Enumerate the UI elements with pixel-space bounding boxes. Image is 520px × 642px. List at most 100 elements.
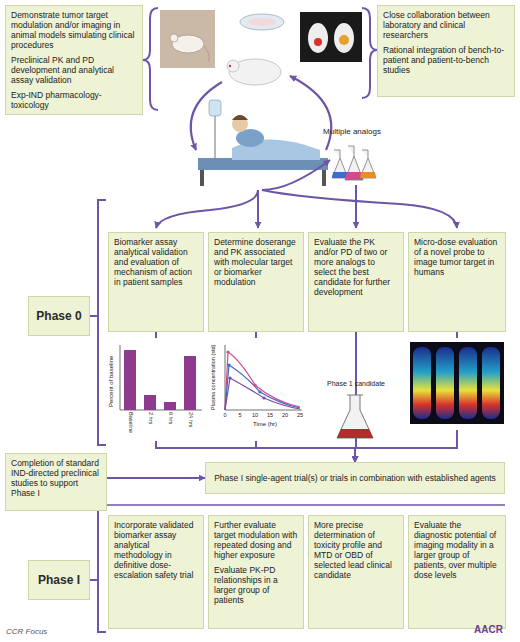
flask [360, 150, 376, 178]
phase-label: Phase 0 [28, 296, 90, 336]
phase0-box: Micro-dose evaluation of a novel probe t… [408, 232, 506, 332]
blanket [232, 139, 320, 160]
bar [164, 402, 176, 410]
tick-label: 15 [262, 413, 278, 419]
phase1-box: Incorporate validated biomarker assay an… [108, 515, 204, 629]
box-text: Exp-IND pharmacology-toxicology [11, 90, 137, 110]
box-text: Evaluate the PK and/or PD of two or more… [314, 237, 398, 297]
text-group: Phase I [38, 573, 80, 587]
mouse-ear [170, 34, 178, 42]
box-text: Determine doserange and PK associated wi… [214, 237, 298, 287]
phase-bracket [98, 505, 106, 632]
phase1-box: Further evaluate target modulation with … [208, 515, 304, 629]
flow-arrow [256, 332, 355, 462]
box-text: Phase I single-agent trial(s) or trials … [211, 473, 499, 483]
flow-line [262, 160, 330, 190]
tick-label: 0 [217, 413, 233, 419]
tick-label: Baseline [128, 412, 134, 433]
pk-point [227, 363, 230, 366]
mouse-tail [204, 46, 209, 62]
candidate-flask [337, 395, 373, 438]
flow-arrow [355, 332, 457, 462]
box-text: Phase I [38, 573, 80, 587]
bed-leg [200, 170, 204, 186]
axis-title: Percent of baseline [108, 356, 114, 407]
box-text: Phase 0 [36, 309, 81, 323]
bed-leg [322, 170, 326, 186]
box-text: Evaluate the diagnostic potential of ima… [414, 520, 500, 580]
box-text: Close collaboration between laboratory a… [383, 10, 509, 40]
patient-hair [232, 115, 248, 120]
chart-background [408, 338, 506, 430]
phase0-box: Determine doserange and PK associated wi… [208, 232, 304, 332]
annotation: Phase 1 candidate [316, 380, 396, 387]
tumor-signal [314, 38, 322, 46]
imaged-mouse [308, 23, 328, 53]
flask-liquid [360, 172, 376, 178]
collaboration-box: Close collaboration between laboratory a… [377, 5, 515, 97]
box-text: Completion of standard IND-directed prec… [11, 458, 101, 498]
mouse-head [227, 60, 239, 72]
bar [184, 356, 196, 410]
publisher-logo: AACR [474, 625, 503, 635]
body-scan [413, 347, 431, 419]
chart-axis [120, 345, 202, 410]
patient-head [232, 116, 248, 132]
scan-panel [410, 342, 504, 424]
phase1-box: Evaluate the diagnostic potential of ima… [408, 515, 506, 629]
preclinical-box: Demonstrate tumor target modulation and/… [5, 5, 143, 115]
axis-title: Time (hr) [240, 421, 290, 427]
tick-label: 25 [292, 413, 308, 419]
flow-arrow [156, 332, 355, 462]
mouse-eye [229, 65, 231, 67]
box-text: Micro-dose evaluation of a novel probe t… [414, 237, 500, 277]
box-text: Biomarker assay analytical validation an… [114, 237, 198, 287]
petri-culture [248, 18, 276, 26]
phase0-box: Biomarker assay analytical validation an… [108, 232, 204, 332]
annotation: Multiple analogs [322, 128, 382, 136]
trial-box: Phase I single-agent trial(s) or trials … [205, 462, 505, 494]
cycle-arrow [191, 82, 222, 150]
pk-curve [225, 378, 300, 410]
axis-title: Plasma concentration (std) [211, 345, 217, 410]
bar [144, 395, 156, 410]
mouse-photo [160, 10, 215, 68]
tick-label: 2 hrs [148, 412, 154, 424]
box-text: Preclinical PK and PD development and an… [11, 55, 137, 85]
tick-label: 5 [232, 413, 248, 419]
box-text: Rational integration of bench-to-patient… [383, 45, 509, 75]
pk-point [262, 396, 265, 399]
flow-arrow [107, 477, 205, 479]
phase-bracket [106, 504, 505, 506]
tick-label: 6 hrs [168, 412, 174, 424]
chart-background [104, 338, 206, 441]
brace-right [362, 8, 377, 98]
box-text: Further evaluate target modulation with … [214, 520, 298, 560]
brace-left [143, 8, 158, 110]
pk-curve [225, 352, 300, 410]
chart-background [206, 338, 306, 441]
tumor-signal [339, 35, 349, 45]
phase0-box: Evaluate the PK and/or PD of two or more… [308, 232, 404, 332]
body-scan [459, 347, 477, 419]
phase-bracket [90, 315, 98, 317]
petri-dish [240, 14, 284, 30]
tick-label: 10 [247, 413, 263, 419]
box-text: More precise determination of toxicity p… [314, 520, 398, 580]
text-group: Phase I single-agent trial(s) or trials … [211, 473, 499, 483]
patient-body [236, 129, 264, 147]
imaged-mouse [334, 23, 354, 53]
tick-label: 24 hrs [188, 412, 194, 427]
box-text: Evaluate PK-PD relationships in a larger… [214, 565, 298, 605]
box-text: Demonstrate tumor target modulation and/… [11, 10, 137, 50]
flask [345, 146, 363, 180]
body-scan [482, 347, 500, 419]
flask [332, 150, 348, 178]
text-group: Phase 0 [36, 309, 81, 323]
iv-pole [214, 100, 215, 160]
mouse-body [172, 35, 204, 53]
flow-line [156, 190, 258, 228]
pk-point [226, 350, 229, 353]
phase-bracket [90, 579, 98, 581]
